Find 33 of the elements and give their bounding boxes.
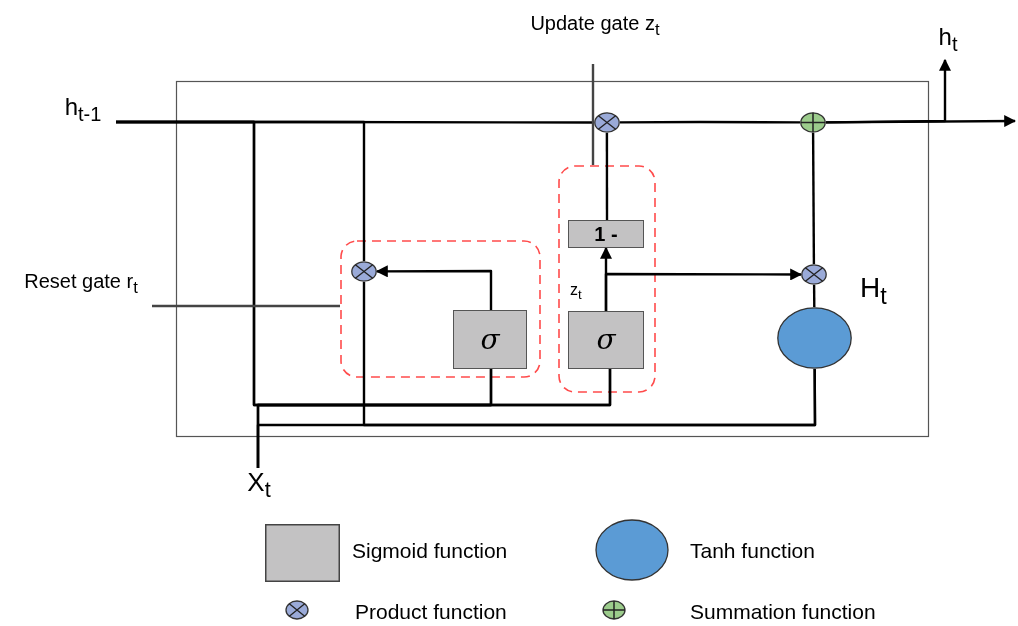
one-minus-box: 1 - xyxy=(568,220,644,248)
arrow xyxy=(604,268,803,311)
product-operator xyxy=(801,264,827,285)
product-operator xyxy=(594,112,620,133)
connector-line xyxy=(362,282,817,427)
connector-line xyxy=(620,120,800,124)
legend-label: Tanh function xyxy=(690,539,815,563)
legend-label: Product function xyxy=(355,600,507,624)
node-caption: H$_{t}$ xyxy=(860,272,887,310)
arrow xyxy=(826,58,951,124)
sigmoid-box: σ xyxy=(568,311,644,369)
summation-operator xyxy=(800,112,826,133)
cell-frame xyxy=(176,81,929,437)
legend-label: Sigmoid function xyxy=(352,539,508,563)
gate-group-outline xyxy=(340,240,541,378)
signal-label: X$_{t}$ xyxy=(238,468,280,504)
connector-line xyxy=(812,285,816,307)
connector-line xyxy=(605,133,609,220)
node-caption: z$_{t}$ xyxy=(570,281,582,303)
sigmoid-box: σ xyxy=(453,310,527,369)
leader-line xyxy=(152,304,340,308)
gate-label: Update gate z$_{t}$ xyxy=(515,12,675,64)
legend-label: Summation function xyxy=(690,600,876,624)
tanh-node xyxy=(777,307,852,369)
connector-line xyxy=(116,120,366,261)
leader-line xyxy=(591,64,595,165)
signal-label: h$_{t}$ xyxy=(928,24,968,60)
signal-label: h$_{t-1}$ xyxy=(50,94,116,130)
connector-line xyxy=(811,133,816,264)
arrow xyxy=(375,265,493,310)
product-operator xyxy=(351,261,377,282)
gate-group-outline xyxy=(558,165,656,393)
gate-label: Reset gate r$_{t}$ xyxy=(10,270,152,320)
